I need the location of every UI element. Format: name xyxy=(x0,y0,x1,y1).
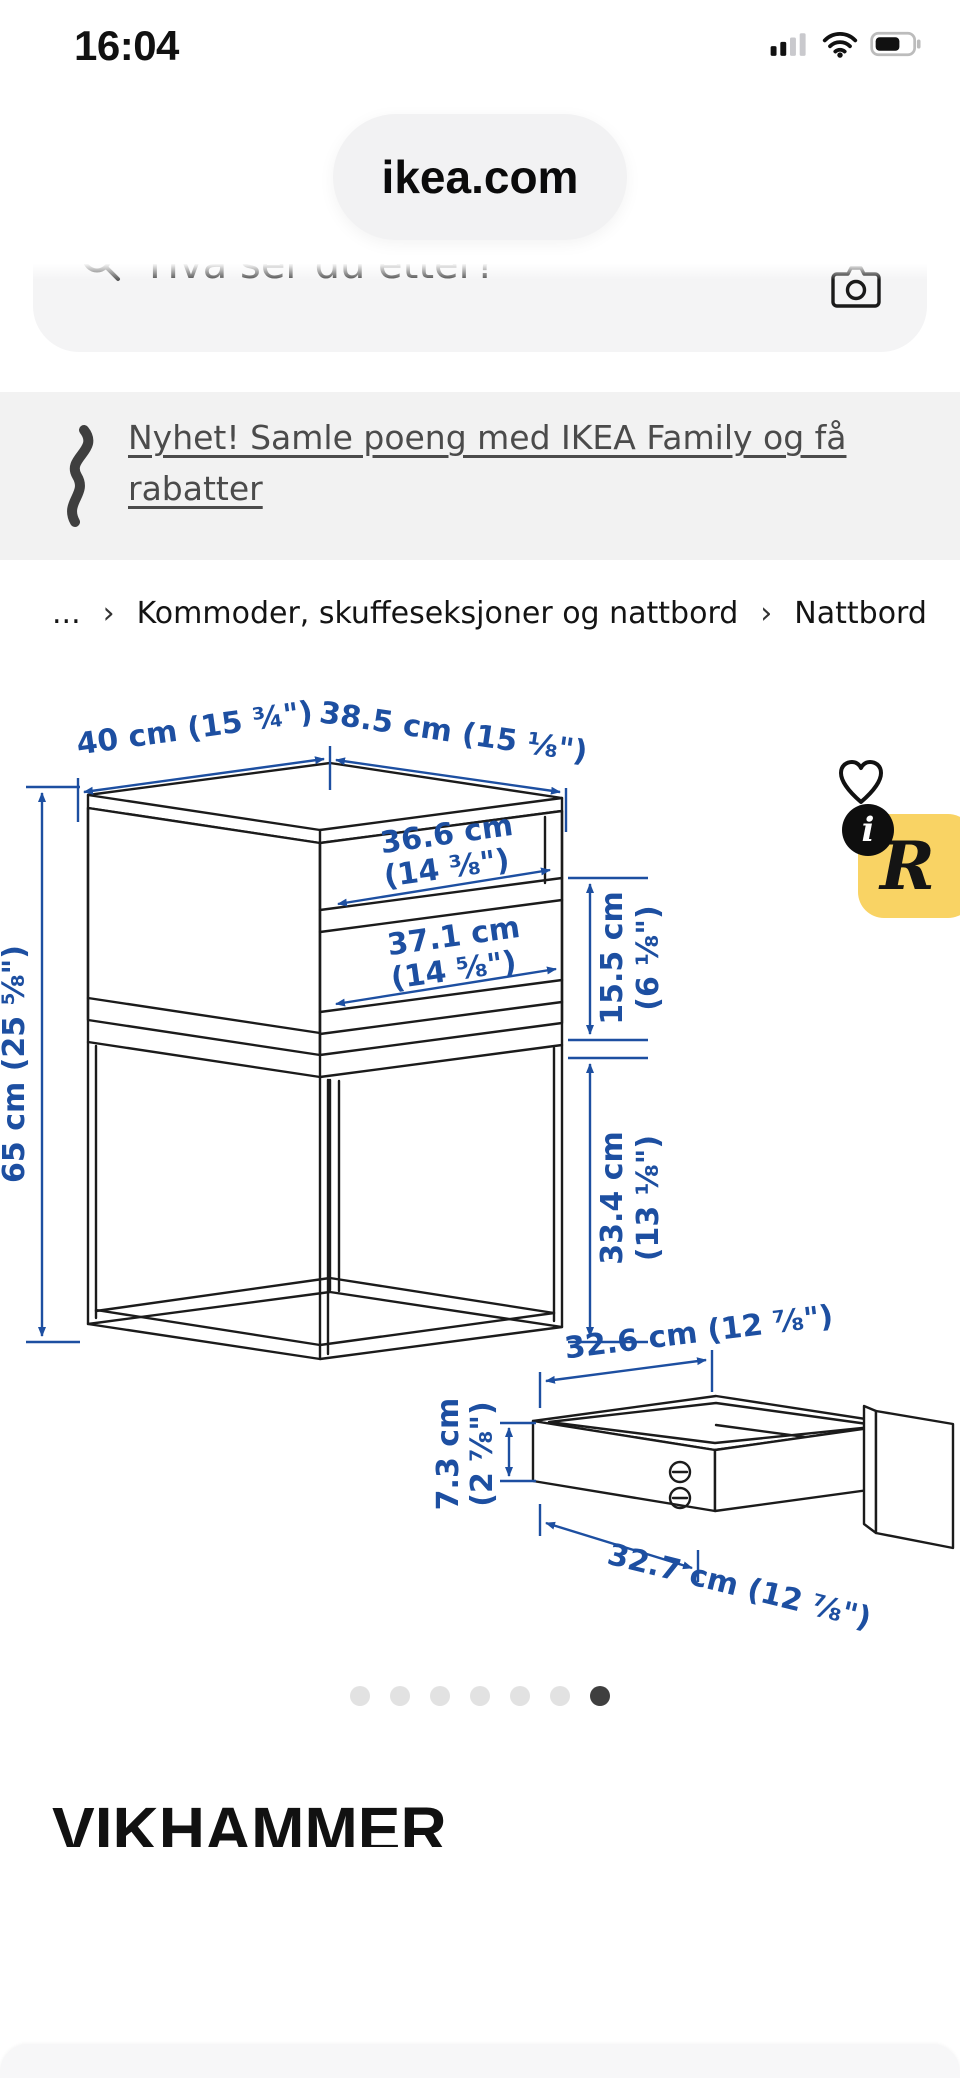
dim-upper-height-in: (6 ⅛") xyxy=(631,905,666,1010)
squiggle-link-icon xyxy=(67,425,94,527)
status-time: 16:04 xyxy=(74,22,179,69)
drawer-line-art xyxy=(531,1394,955,1550)
promo-banner-link[interactable]: Nyhet! Samle poeng med IKEA Family og få… xyxy=(128,418,847,508)
wifi-icon xyxy=(822,31,858,58)
info-icon[interactable]: i xyxy=(842,804,894,856)
carousel-dot[interactable] xyxy=(470,1686,490,1706)
breadcrumb-item-category[interactable]: Kommoder, skuffeseksjoner og nattbord xyxy=(136,596,739,631)
carousel-dots xyxy=(0,1686,960,1706)
chevron-right-icon: › xyxy=(760,596,773,631)
product-title-text: VIKHAMMER xyxy=(52,1797,447,1847)
dim-drawer-width: 32.6 cm (12 ⅞") xyxy=(563,1299,836,1367)
browser-header: 16:04 ikea.com xyxy=(0,0,960,280)
dim-frame-height-in: (13 ⅛") xyxy=(631,1135,666,1261)
status-icons xyxy=(770,30,922,58)
url-text: ikea.com xyxy=(381,151,579,203)
carousel-dot[interactable] xyxy=(550,1686,570,1706)
product-dimension-diagram[interactable]: 40 cm (15 ¾") 38.5 cm (15 ⅛") 36.6 cm (1… xyxy=(0,690,960,1670)
cellular-signal-icon xyxy=(770,33,806,56)
battery-icon xyxy=(870,31,921,57)
carousel-dot[interactable] xyxy=(390,1686,410,1706)
carousel-dot[interactable] xyxy=(510,1686,530,1706)
dim-frame-height-cm: 33.4 cm xyxy=(595,1131,630,1265)
product-title: VIKHAMMER xyxy=(52,1797,447,1847)
breadcrumb-item-current[interactable]: Nattbord xyxy=(794,596,927,631)
dim-drawer-height-cm: 7.3 cm xyxy=(431,1398,466,1511)
dim-drawer-height-in: (2 ⅞") xyxy=(465,1401,500,1506)
chevron-right-icon: › xyxy=(102,596,115,631)
promo-banner xyxy=(0,392,960,560)
breadcrumb: ... › Kommoder, skuffeseksjoner og nattb… xyxy=(52,596,927,631)
dim-total-height: 65 cm (25 ⅝") xyxy=(0,945,32,1183)
dim-top-width: 40 cm (15 ¾") xyxy=(74,695,315,763)
favorite-heart-icon[interactable] xyxy=(836,760,886,806)
breadcrumb-ellipsis[interactable]: ... xyxy=(52,596,81,631)
carousel-dot[interactable] xyxy=(430,1686,450,1706)
bottom-sheet-edge[interactable] xyxy=(0,2044,960,2078)
url-bar[interactable]: ikea.com xyxy=(333,114,627,240)
carousel-dot[interactable] xyxy=(350,1686,370,1706)
dim-upper-height-cm: 15.5 cm xyxy=(595,891,630,1025)
carousel-dot[interactable] xyxy=(590,1686,610,1706)
dim-drawer-depth: 32.7 cm (12 ⅞") xyxy=(604,1537,875,1636)
dim-top-depth: 38.5 cm (15 ⅛") xyxy=(317,695,589,770)
